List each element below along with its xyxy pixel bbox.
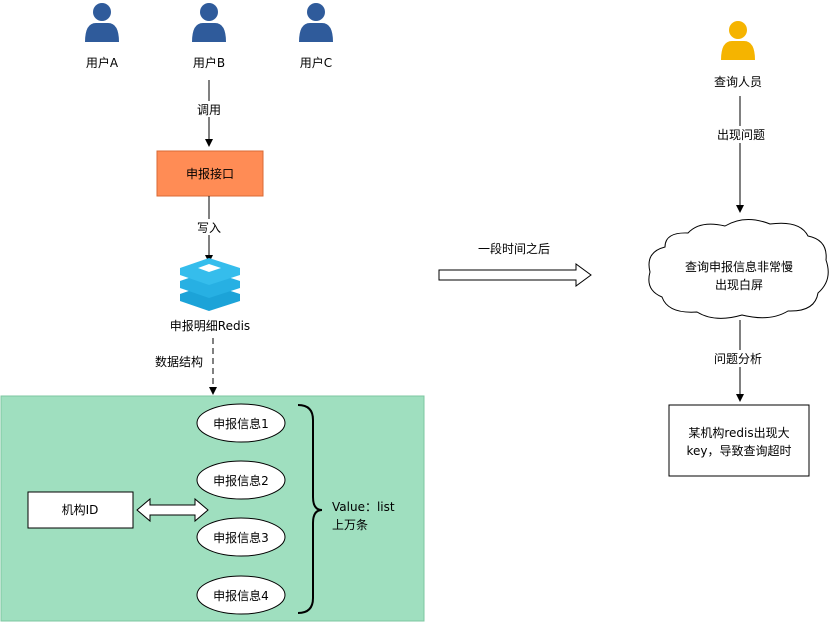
query-person-icon: [721, 21, 755, 60]
user-b-icon: [192, 3, 226, 42]
value-line-2: 上万条: [332, 518, 368, 532]
double-arrow: [136, 497, 209, 523]
call-label: 调用: [197, 103, 221, 117]
item-2-ellipse: [196, 460, 286, 500]
problem-label-bg: [712, 126, 770, 143]
item-4-label: 申报信息4: [213, 588, 269, 603]
write-label-bg: [193, 219, 225, 235]
user-c-label: 用户C: [300, 55, 332, 70]
problem-label: 出现问题: [717, 128, 765, 142]
user-b-label: 用户B: [193, 55, 225, 70]
cause-line-2: key，导致查询超时: [686, 443, 791, 458]
item-1-ellipse: [196, 403, 286, 443]
user-a-label: 用户A: [86, 55, 119, 70]
cause-line-1: 某机构redis出现大: [688, 425, 789, 440]
user-c-icon: [299, 3, 333, 42]
redis-icon: [180, 258, 240, 311]
cloud-line-1: 查询申报信息非常慢: [685, 259, 793, 274]
api-box-label: 申报接口: [186, 166, 234, 181]
call-label-bg: [193, 101, 225, 117]
item-3-label: 申报信息3: [213, 530, 269, 545]
item-1-label: 申报信息1: [213, 416, 269, 431]
cloud-line-2: 出现白屏: [715, 277, 763, 292]
org-id-label: 机构ID: [62, 502, 99, 517]
time-arrow: [438, 263, 592, 287]
org-id-box: [27, 491, 134, 529]
analysis-label: 问题分析: [714, 352, 762, 366]
list-brace: [297, 404, 323, 614]
write-label: 写入: [197, 221, 221, 235]
item-3-ellipse: [196, 517, 286, 557]
item-2-label: 申报信息2: [213, 473, 269, 488]
user-a-icon: [85, 3, 119, 42]
analysis-label-bg: [712, 350, 770, 367]
api-box: [156, 150, 264, 197]
symptom-cloud: [648, 219, 829, 319]
time-label: 一段时间之后: [478, 241, 550, 256]
query-person-label: 查询人员: [714, 75, 762, 89]
item-4-ellipse: [196, 575, 286, 615]
structure-label: 数据结构: [155, 354, 203, 369]
redis-label: 申报明细Redis: [170, 318, 250, 333]
value-line-1: Value：list: [332, 500, 395, 514]
cause-box: [668, 404, 810, 477]
